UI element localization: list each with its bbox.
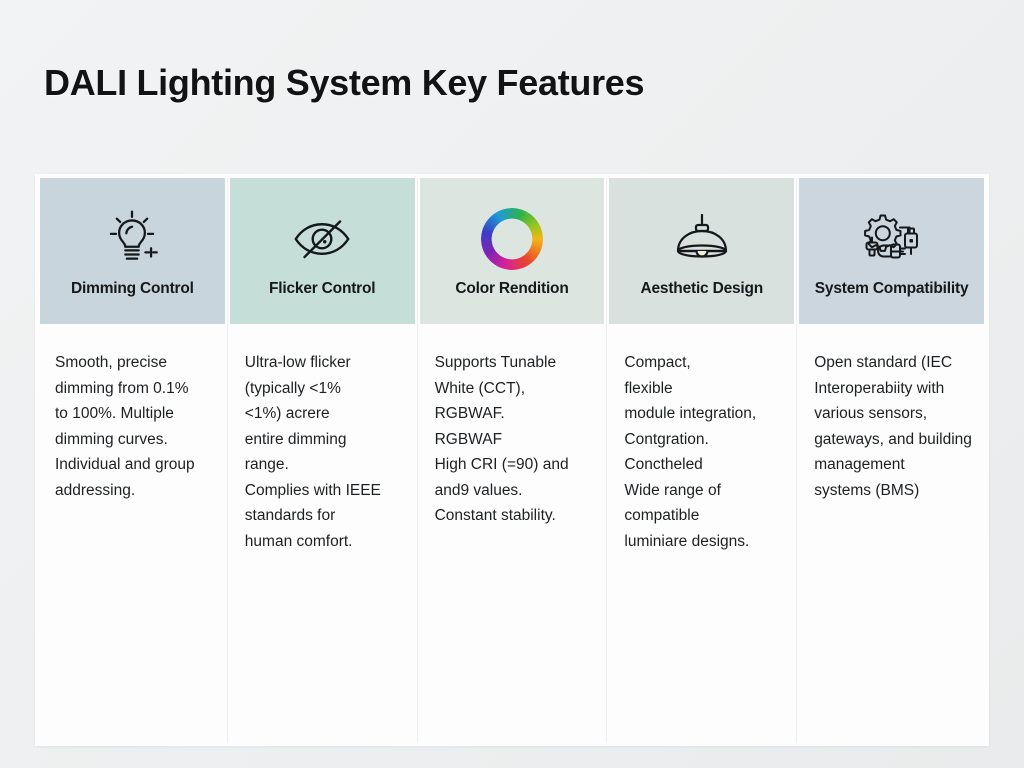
- feature-header: Flicker Control: [229, 178, 415, 324]
- feature-column-system-compatibility[interactable]: System Compatibility Open standard (IEC …: [797, 178, 986, 743]
- color-wheel-icon: [480, 200, 543, 278]
- feature-body: Open standard (IEC Interoperabiity with …: [797, 324, 986, 743]
- feature-column-dimming-control[interactable]: Dimming Control Smooth, precise dimming …: [38, 178, 228, 743]
- feature-title: Color Rendition: [455, 280, 569, 297]
- feature-body: Ultra-low flicker (typically <1% <1%) ac…: [227, 324, 417, 743]
- feature-body: Compact, flexible module integration, Co…: [607, 324, 797, 743]
- feature-title: Dimming Control: [71, 280, 194, 297]
- gear-connectors-icon: [855, 200, 929, 278]
- feature-column-flicker-control[interactable]: Flicker Control Ultra-low flicker (typic…: [227, 178, 418, 743]
- feature-header: Dimming Control: [40, 178, 225, 324]
- feature-description: Supports Tunable White (CCT), RGBWAF. RG…: [434, 354, 569, 524]
- feature-description: Smooth, precise dimming from 0.1% to 100…: [55, 354, 195, 499]
- light-bulb-icon: [99, 200, 165, 278]
- eye-off-icon: [287, 200, 357, 278]
- feature-title: Flicker Control: [269, 280, 376, 297]
- features-table: Dimming Control Smooth, precise dimming …: [35, 174, 989, 746]
- feature-column-aesthetic-design[interactable]: Aesthetic Design Compact, flexible modul…: [607, 178, 798, 743]
- feature-body: Smooth, precise dimming from 0.1% to 100…: [38, 324, 227, 743]
- feature-title: System Compatibility: [814, 280, 969, 297]
- feature-description: Open standard (IEC Interoperabiity with …: [814, 354, 972, 499]
- feature-title: Aesthetic Design: [640, 280, 764, 297]
- feature-body: Supports Tunable White (CCT), RGBWAF. RG…: [417, 324, 607, 743]
- feature-column-color-rendition[interactable]: Color Rendition Supports Tunable White (…: [417, 178, 608, 743]
- feature-description: Compact, flexible module integration, Co…: [624, 354, 757, 550]
- feature-description: Ultra-low flicker (typically <1% <1%) ac…: [244, 354, 381, 550]
- feature-header: Color Rendition: [419, 178, 605, 324]
- feature-header: System Compatibility: [799, 178, 984, 324]
- pendant-lamp-icon: [666, 200, 738, 278]
- page-title: DALI Lighting System Key Features: [44, 62, 645, 103]
- features-columns: Dimming Control Smooth, precise dimming …: [35, 174, 989, 746]
- feature-header: Aesthetic Design: [609, 178, 795, 324]
